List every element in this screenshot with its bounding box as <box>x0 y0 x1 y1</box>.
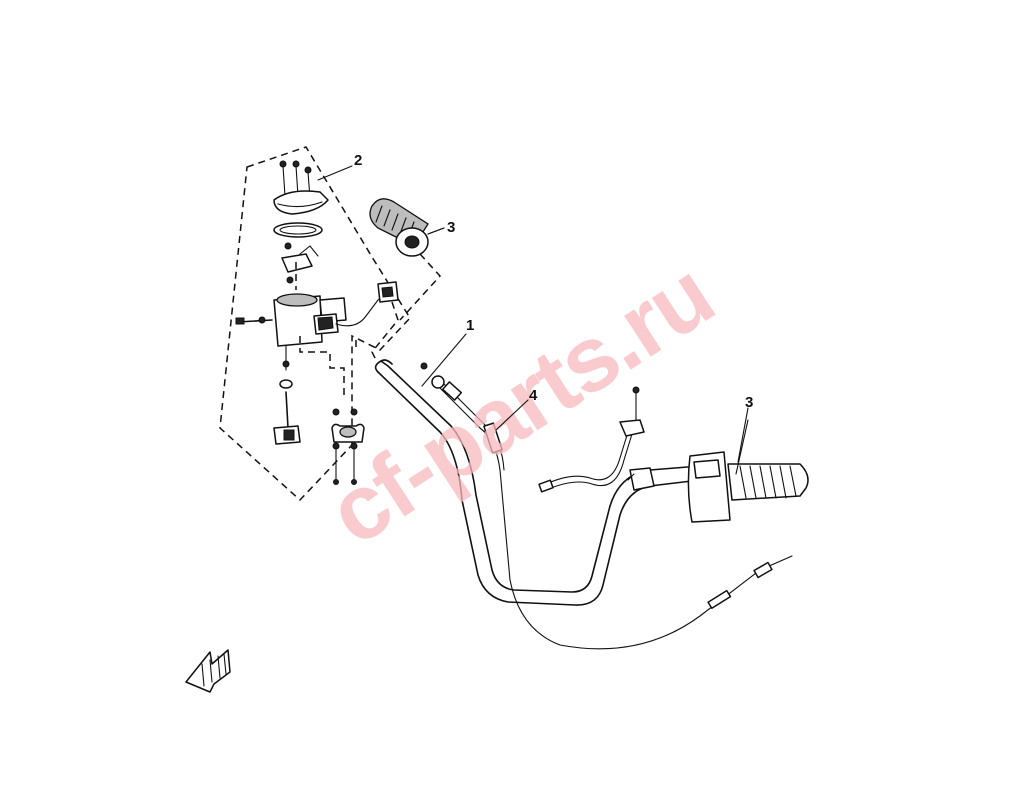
handlebar-tube <box>374 359 701 606</box>
callout-3-right-grip: 3 <box>745 394 753 411</box>
watermark-text: cf-parts.ru <box>311 243 730 564</box>
watermark: cf-parts.ru <box>311 243 730 564</box>
switch-assembly-group-outline <box>219 146 411 502</box>
callout-3-left-grip: 3 <box>447 219 455 236</box>
callout-1: 1 <box>466 317 474 334</box>
left-grip <box>369 198 445 257</box>
callout-2: 2 <box>354 152 362 169</box>
brake-switch-assembly <box>538 386 655 493</box>
front-direction-arrow-icon <box>185 649 231 693</box>
right-switch-and-grip <box>687 419 809 523</box>
callout-leaders <box>317 165 749 463</box>
left-switch-assembly-parts <box>235 160 442 485</box>
callout-4: 4 <box>529 387 538 404</box>
throttle-cable <box>420 362 793 650</box>
